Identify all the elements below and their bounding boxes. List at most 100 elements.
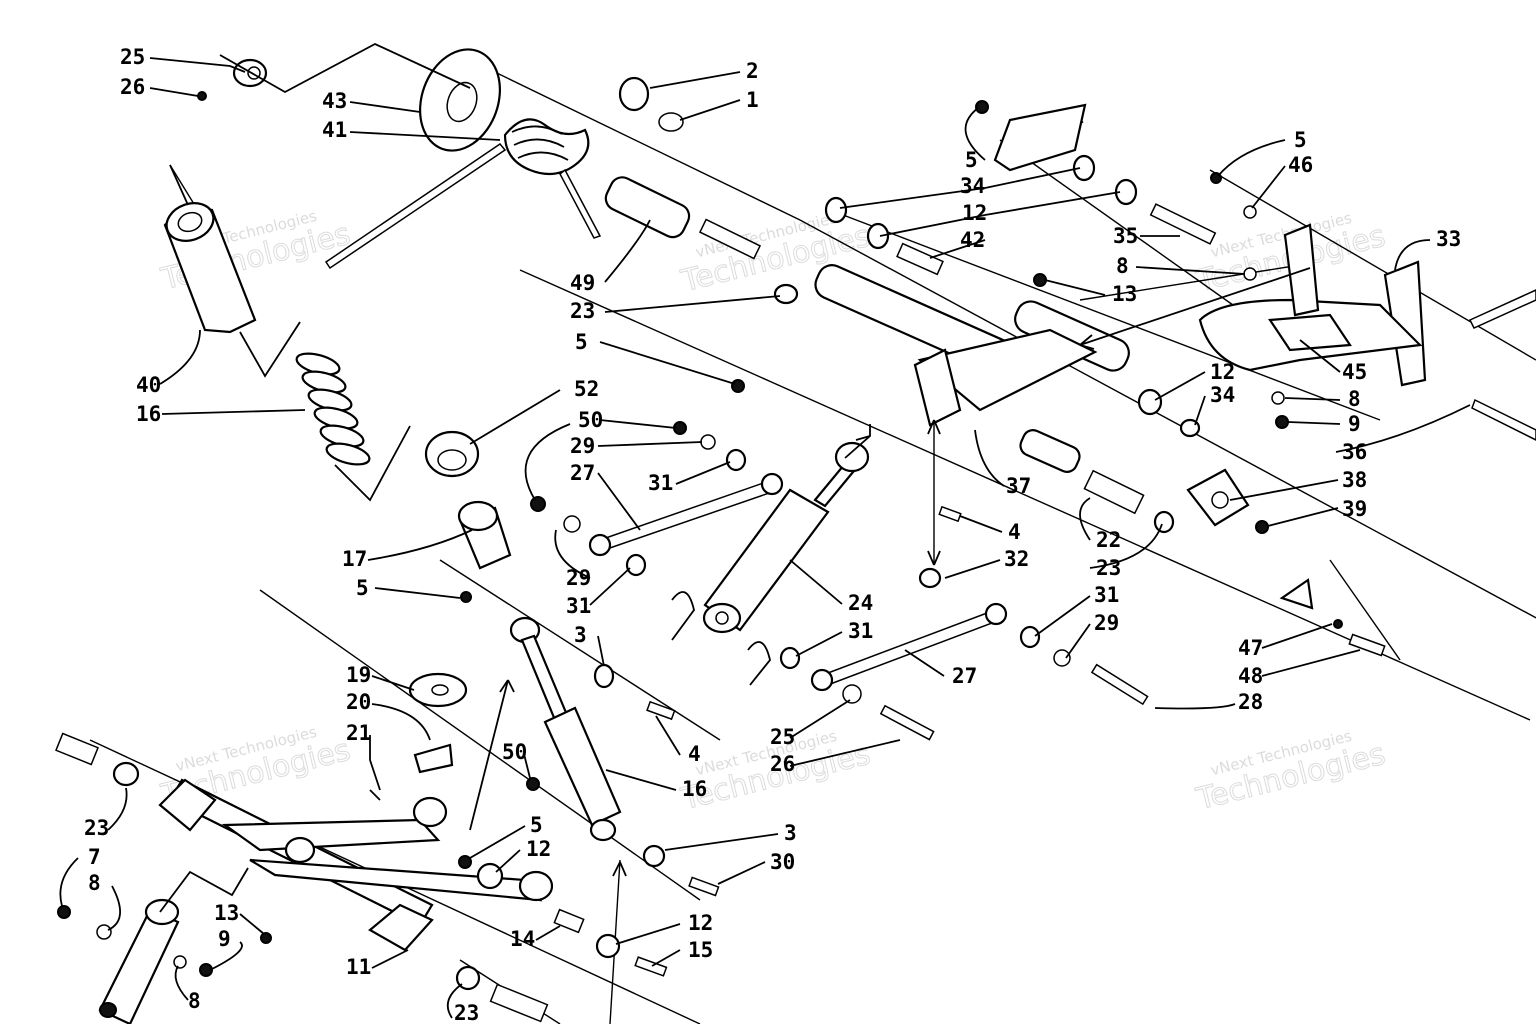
callout-number: 1 [746,88,759,112]
torsion-spring-arm [324,142,507,270]
callout-number: 31 [1094,583,1119,607]
nut [460,591,472,603]
callout-number: 28 [1238,690,1263,714]
callout-number: 15 [688,938,713,962]
assembly-axes [89,59,1536,1024]
torque-arm [599,479,780,551]
callout-number: 5 [530,813,543,837]
end-cap [1279,578,1314,610]
callout-number: 33 [1436,227,1461,251]
front-arm-bracket [412,796,448,828]
callout-number: 8 [88,871,101,895]
front-arm-group [55,616,720,1024]
flange-bushing [595,933,621,959]
callout-number: 8 [1348,387,1361,411]
callout-number: 46 [1288,153,1313,177]
washer [96,924,112,940]
flange-bushing [824,196,848,224]
mount-bracket-base [993,103,1087,172]
rubber-bumper-hole [431,684,449,696]
shock-boot-bore [177,211,203,233]
callout-number: 35 [1113,224,1138,248]
pivot-shaft [1019,429,1081,473]
callout-number: 2 [746,59,759,83]
rear-arm-frame [917,328,1098,412]
callout-number: 50 [578,408,603,432]
leader-lines [59,42,1471,1019]
spacer [918,567,942,589]
arm-bushing [984,602,1008,626]
bolt-head [57,905,71,919]
cable-tie [369,789,381,801]
callout-number: 42 [960,228,985,252]
callout-number: 5 [965,148,978,172]
callout-number: 13 [214,901,239,925]
axis-line [259,589,701,901]
nut [526,777,540,791]
spacer [625,553,647,577]
callout-number: 52 [574,377,599,401]
callout-number: 49 [570,271,595,295]
callout-number: 21 [346,721,371,745]
callout-number: 12 [962,201,987,225]
callout-number: 8 [1116,254,1129,278]
callout-number: 43 [322,89,347,113]
callout-number: 39 [1342,497,1367,521]
washer [1053,649,1071,667]
bolt [879,704,935,741]
axis-line [1079,264,1301,301]
callout-number: 23 [570,299,595,323]
callout-number: 12 [526,837,551,861]
spacer [112,761,140,787]
bolt [688,876,720,897]
callout-number: 24 [848,591,873,615]
grease-fitting [1033,273,1047,287]
shock-eye [589,818,617,842]
callout-number: 26 [770,752,795,776]
callout-number: 9 [1348,412,1361,436]
spacer [642,844,666,868]
grease-fitting [260,932,272,944]
callout-number: 32 [1004,547,1029,571]
callout-number: 27 [570,461,595,485]
idler-shaft-sleeve [604,176,691,239]
callout-number: 29 [1094,611,1119,635]
front-arm-brace [221,818,441,852]
front-shock-body [543,706,622,827]
spacer [779,646,801,670]
front-arm-plate [368,903,434,952]
nut [731,379,745,393]
callout-number: 31 [848,619,873,643]
washer [1333,619,1343,629]
callout-number: 23 [84,816,109,840]
callout-number: 12 [688,911,713,935]
nut [530,496,546,512]
axis-line [1329,559,1401,661]
spacer-tube [489,983,549,1023]
bolt [634,956,668,977]
callout-number: 26 [120,75,145,99]
suspension-link [98,908,180,1024]
rear-shaft [1471,398,1536,441]
rear-arm-group [731,100,1386,657]
torsion-spring-arm [559,168,602,239]
flange-bushing [866,222,890,250]
coil-spring [295,352,371,466]
callout-number: 37 [1006,474,1031,498]
arm-bushing [760,472,784,496]
front-shock-rod [520,634,569,722]
nut [458,855,472,869]
spacer [455,965,481,991]
callout-number: 38 [1342,468,1367,492]
callout-number: 5 [356,576,369,600]
axis-line [1209,169,1536,361]
rear-shaft [1468,289,1536,329]
callout-number: 19 [346,663,371,687]
spacer [593,663,615,689]
spacer [773,283,799,305]
front-arm-bracket [284,836,316,864]
bolt [646,700,676,721]
arm-bushing [588,533,612,557]
callout-number: 3 [574,623,587,647]
nut [197,91,207,101]
